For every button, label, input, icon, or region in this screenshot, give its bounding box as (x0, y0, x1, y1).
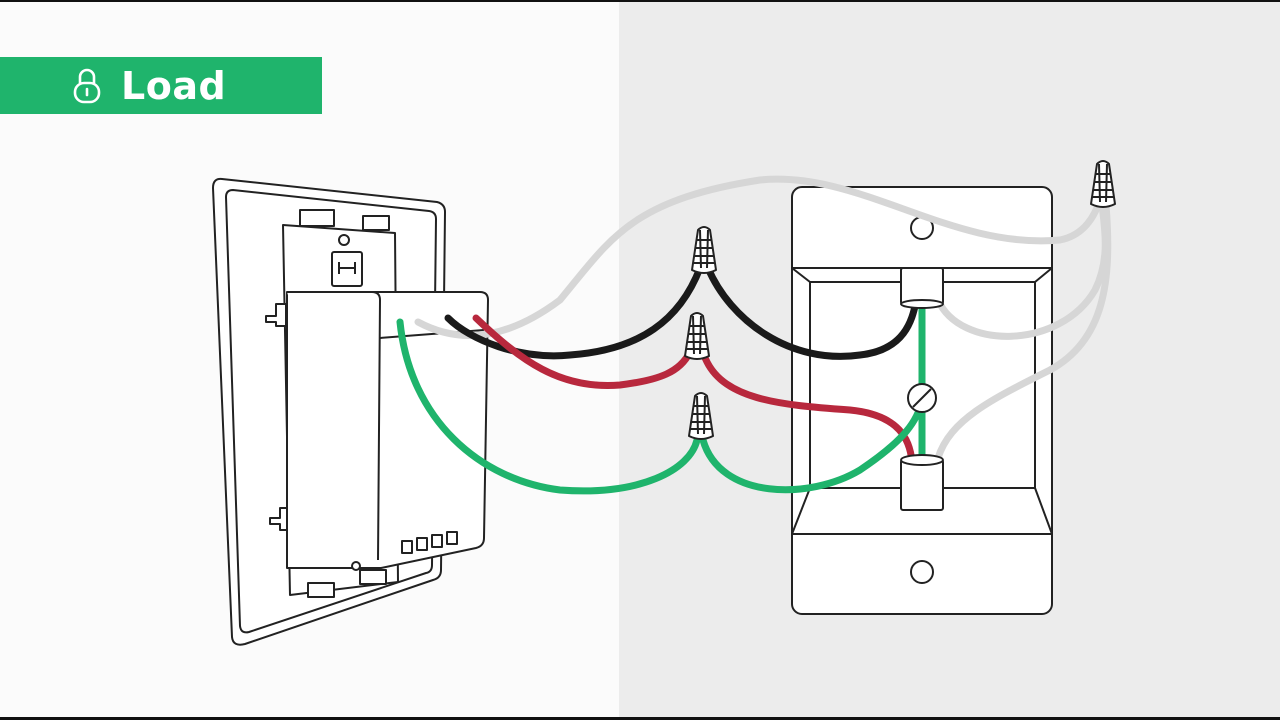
wire-nut-neutral (1090, 160, 1116, 208)
ground-wire-box (699, 396, 926, 494)
strap-screw-hole (338, 234, 350, 246)
smart-switch (212, 177, 489, 646)
frame-top-edge (0, 0, 1280, 2)
banner-title: Load (121, 63, 227, 108)
wire-nut-line (691, 226, 717, 274)
strap-tab-bottom-right (359, 569, 387, 585)
box-cable-clamp-top (900, 267, 944, 305)
strap-tab-bottom-left (307, 582, 335, 598)
ground-wire-switch (396, 318, 701, 495)
lock-icon (73, 68, 101, 103)
housing-vents (401, 531, 458, 554)
strap-tab-top-left (299, 209, 335, 227)
frame-bottom-edge (0, 717, 1280, 720)
load-wire-switch (472, 314, 694, 390)
box-cable-clamp-bottom (900, 459, 944, 511)
line-wire-box (704, 264, 920, 360)
wire-nut-ground (688, 392, 714, 440)
wall-box-bottom-screw-hole (910, 560, 934, 584)
line-wire-switch (444, 264, 704, 360)
wire-nut-load (684, 312, 710, 360)
step-banner: Load (0, 57, 322, 114)
housing-front-panel (287, 291, 381, 561)
switch-faceplate-inner (225, 189, 437, 634)
neutral-wire-box-2 (934, 201, 1112, 462)
neutral-wire-switch (414, 175, 1104, 339)
strap-tab-top-right (362, 215, 390, 231)
